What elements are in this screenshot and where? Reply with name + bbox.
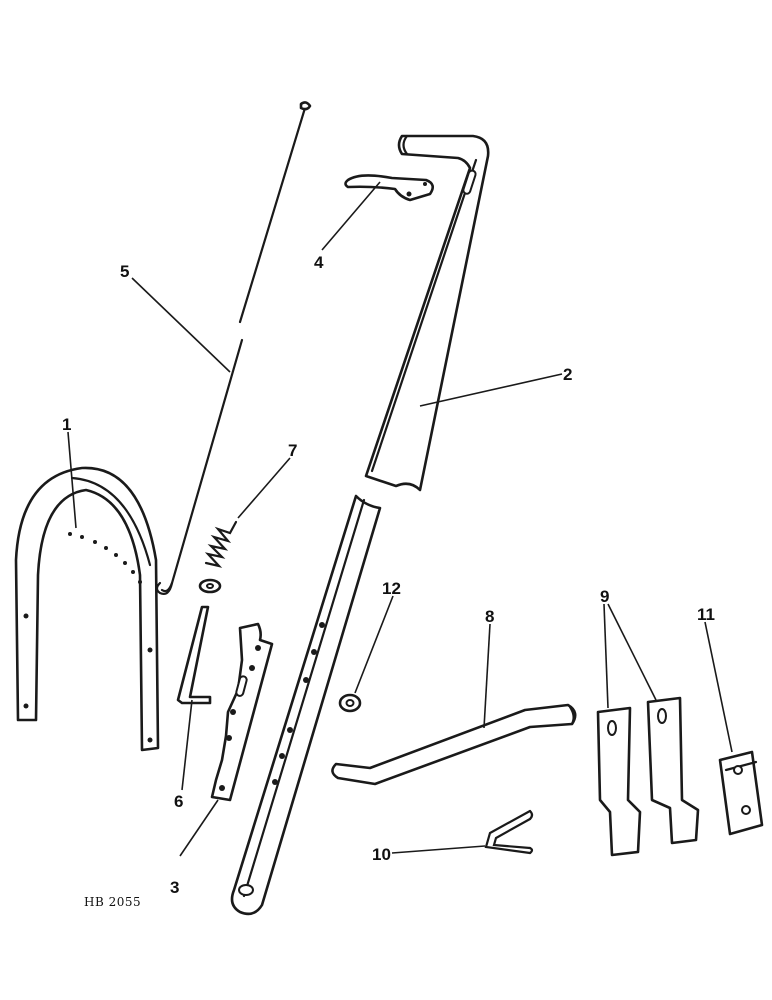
part-8-rod xyxy=(331,703,577,786)
part-2-lever-upper xyxy=(364,134,490,492)
part-9-plates xyxy=(596,696,700,857)
part-6-pin xyxy=(176,605,212,705)
callouts: 1 2 3 4 5 6 7 8 9 10 11 12 xyxy=(62,253,715,897)
drawing-number: HB 2055 xyxy=(84,895,141,909)
callout-2: 2 xyxy=(563,365,572,384)
callout-10: 10 xyxy=(372,845,391,864)
part-2-lever-lower xyxy=(230,494,382,916)
callout-5: 5 xyxy=(120,262,129,281)
callout-1: 1 xyxy=(62,415,71,434)
callout-8: 8 xyxy=(485,607,494,626)
part-12-nut xyxy=(338,693,362,713)
callout-11: 11 xyxy=(697,605,715,624)
washer xyxy=(198,578,222,594)
callout-4: 4 xyxy=(314,253,324,272)
part-3-bracket xyxy=(210,622,274,802)
callout-9: 9 xyxy=(600,587,609,606)
part-1-quadrant xyxy=(14,466,160,752)
part-7-spring xyxy=(204,520,238,568)
part-10-u-clip xyxy=(484,809,534,855)
callout-7: 7 xyxy=(288,441,297,460)
part-11-channel xyxy=(718,750,764,836)
callout-12: 12 xyxy=(382,579,401,598)
leader-lines xyxy=(67,181,733,857)
callout-6: 6 xyxy=(174,792,183,811)
part-4-latch xyxy=(344,174,435,202)
callout-3: 3 xyxy=(170,878,179,897)
part-5-rod xyxy=(155,101,312,595)
